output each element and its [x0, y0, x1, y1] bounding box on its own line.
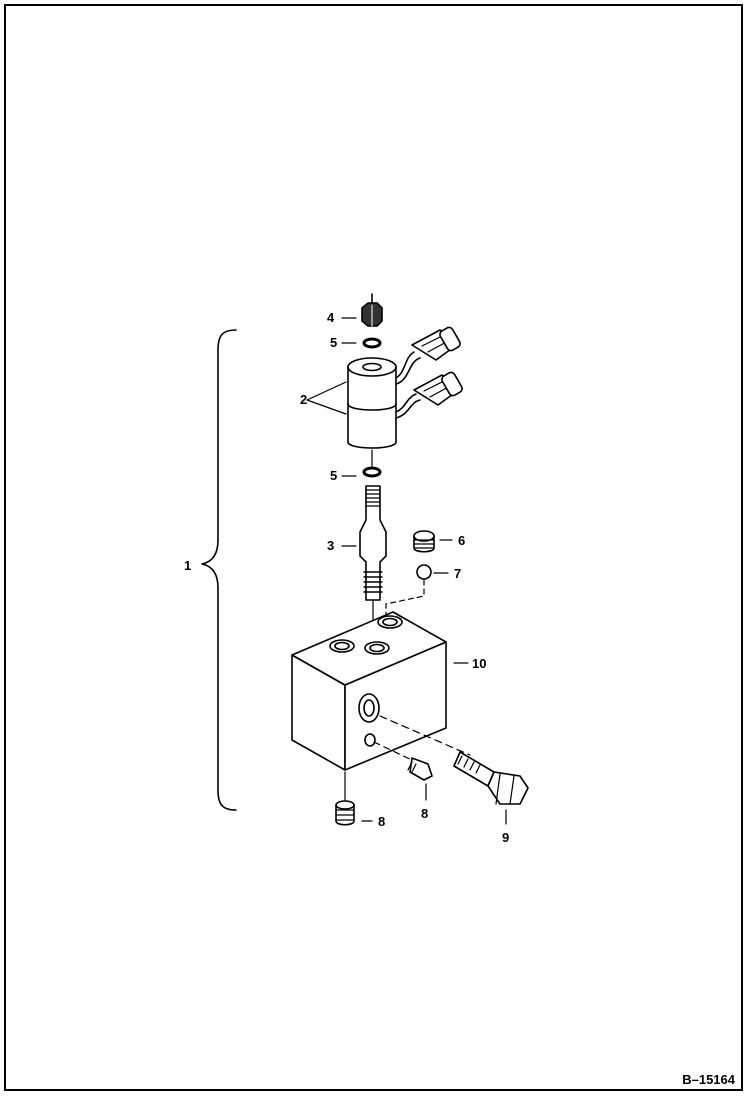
- callout-2: 2: [300, 392, 307, 407]
- valve-block: [291, 611, 447, 771]
- callout-6: 6: [458, 533, 465, 548]
- callout-7: 7: [454, 566, 461, 581]
- callout-5-top: 5: [330, 335, 337, 350]
- callout-5-bottom: 5: [330, 468, 337, 483]
- relief-valve: [453, 751, 529, 805]
- callout-10: 10: [472, 656, 486, 671]
- oring-plug: [416, 564, 432, 580]
- callout-8-bottom: 8: [378, 814, 385, 829]
- assembly-brace: [201, 329, 237, 811]
- fitting-side: [407, 757, 433, 781]
- cartridge: [359, 485, 387, 641]
- plug: [413, 530, 435, 553]
- callout-9: 9: [502, 830, 509, 845]
- oring-top: [362, 337, 382, 349]
- oring-bottom: [362, 466, 382, 478]
- callout-3: 3: [327, 538, 334, 553]
- figure-reference-code: B–15164: [682, 1072, 735, 1087]
- drawing-frame: [4, 4, 743, 1091]
- callout-1: 1: [184, 558, 191, 573]
- callout-8-side: 8: [421, 806, 428, 821]
- callout-4: 4: [327, 310, 335, 325]
- fitting-bottom: [335, 800, 355, 826]
- coil: [347, 326, 463, 449]
- nut: [361, 293, 383, 327]
